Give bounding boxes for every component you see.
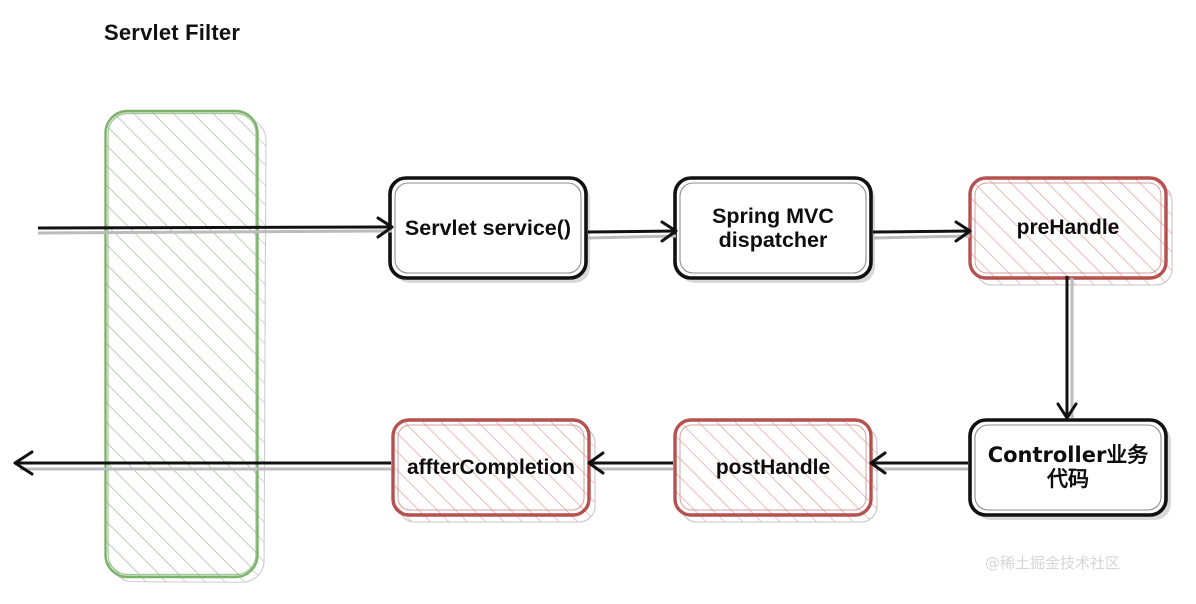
node-servlet-service-shape — [388, 176, 590, 283]
node-pre-handle[interactable]: preHandle — [970, 178, 1166, 278]
node-spring-mvc-dispatcher-shape — [673, 176, 875, 283]
node-servlet-service-label: Servlet service() — [404, 215, 572, 240]
edge-dispatcher-to-prehandle — [872, 220, 972, 243]
node-pre-handle-shape — [968, 176, 1173, 286]
edge-response-out — [13, 450, 391, 476]
node-spring-mvc-dispatcher-label: Spring MVC dispatcher — [712, 203, 834, 252]
diagram-title: Servlet Filter — [104, 20, 241, 45]
node-controller[interactable]: Controller业务代码 — [970, 420, 1166, 515]
edge-posthandle-to-affter — [587, 451, 673, 475]
node-affter-completion-label: affterCompletion — [407, 455, 575, 479]
node-servlet-service[interactable]: Servlet service() — [390, 178, 586, 278]
edge-service-to-dispatcher — [587, 220, 678, 243]
node-post-handle-label: postHandle — [715, 455, 831, 479]
node-pre-handle-label: preHandle — [1016, 216, 1120, 240]
edge-prehandle-to-controller — [1056, 276, 1078, 420]
watermark-text: @稀土掘金技术社区 — [985, 554, 1121, 572]
node-post-handle-shape — [673, 418, 878, 523]
edge-request-in — [37, 216, 394, 239]
node-affter-completion[interactable]: affterCompletion — [385, 420, 597, 515]
node-post-handle[interactable]: postHandle — [675, 420, 871, 515]
node-controller-shape — [968, 418, 1171, 520]
node-spring-mvc-dispatcher[interactable]: Spring MVC dispatcher — [675, 178, 871, 278]
node-controller-label: Controller业务代码 — [987, 442, 1149, 491]
edge-controller-to-posthandle — [869, 451, 968, 475]
node-affter-completion-shape — [391, 418, 596, 523]
servlet-filter-region[interactable] — [105, 110, 258, 578]
